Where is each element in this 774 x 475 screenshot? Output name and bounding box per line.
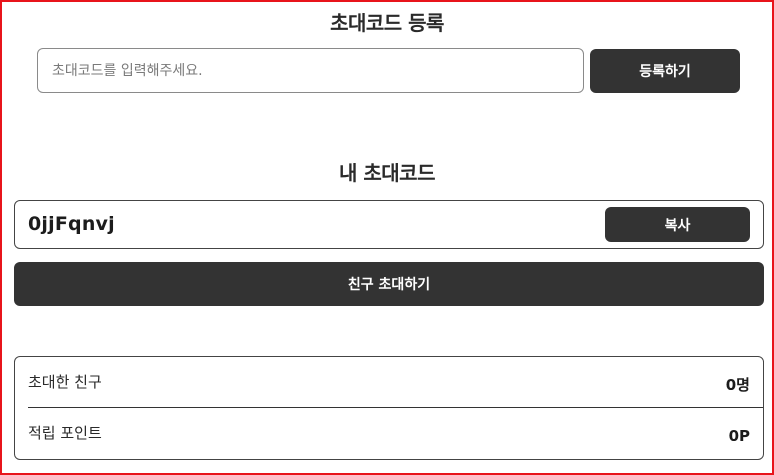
register-button-label: 등록하기: [639, 64, 691, 80]
invited-friends-label: 초대한 친구: [28, 373, 102, 391]
copy-button-label: 복사: [664, 217, 691, 234]
invite-code-input[interactable]: [37, 48, 584, 93]
my-code-box: 0jjFqnvj: [14, 200, 764, 249]
invited-friends-row: 초대한 친구 0명: [28, 357, 763, 408]
earned-points-value: 0P: [728, 427, 750, 445]
my-invite-code: 0jjFqnvj: [28, 213, 115, 235]
my-code-title: 내 초대코드: [339, 161, 435, 185]
invite-stats-box: 초대한 친구 0명 적립 포인트 0P: [14, 356, 764, 460]
register-title: 초대코드 등록: [330, 11, 444, 35]
invited-friends-value: 0명: [725, 376, 750, 394]
earned-points-label: 적립 포인트: [28, 424, 102, 442]
invite-friend-button-label: 친구 초대하기: [347, 277, 431, 293]
invite-friend-button[interactable]: 친구 초대하기: [14, 262, 764, 306]
copy-button[interactable]: 복사: [605, 207, 750, 242]
register-button[interactable]: 등록하기: [590, 49, 740, 93]
earned-points-row: 적립 포인트 0P: [28, 409, 750, 459]
